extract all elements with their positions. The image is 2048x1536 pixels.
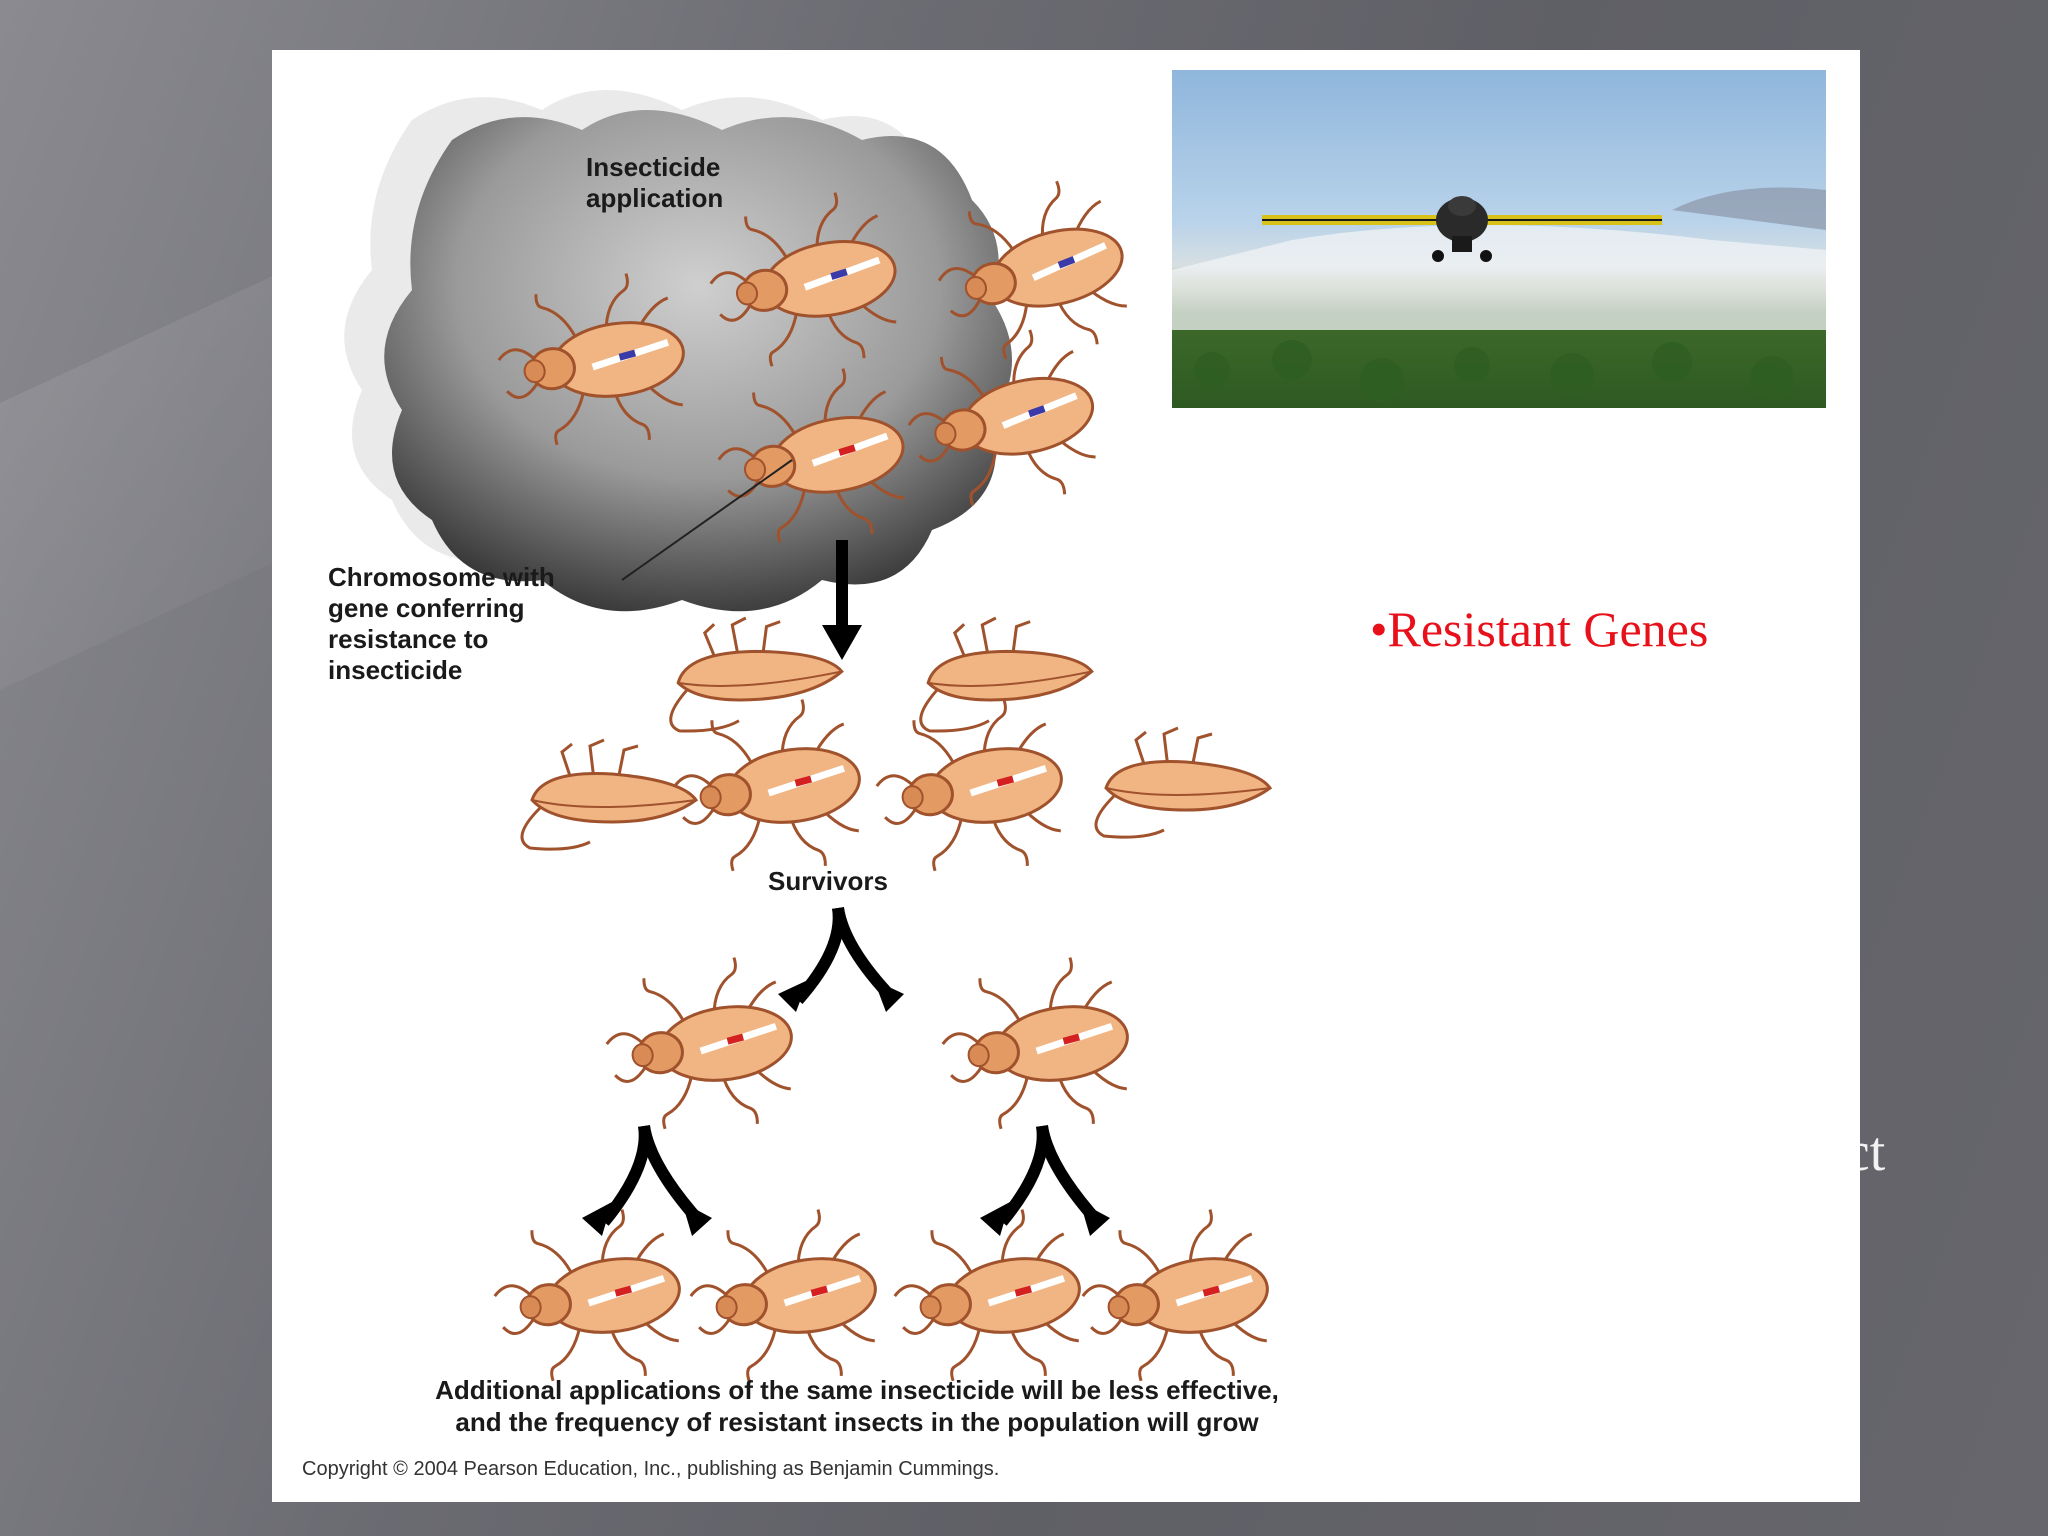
split-arrows-generation-2	[599, 1124, 1103, 1226]
caption-line-1: Additional applications of the same inse…	[435, 1375, 1279, 1405]
cloud-label-line-2: application	[586, 183, 724, 213]
down-arrow	[822, 540, 862, 660]
chromosome-label-line-1: Chromosome with	[328, 562, 555, 592]
copyright-notice: Copyright © 2004 Pearson Education, Inc.…	[302, 1458, 1000, 1480]
chromosome-label-line-2: gene conferring	[328, 593, 525, 623]
resistant-genes-bullet: •Resistant Genes	[1370, 601, 1709, 657]
cloud-label-line-1: Insecticide	[586, 152, 721, 182]
diagram-caption: Additional applications of the same inse…	[292, 1374, 1422, 1438]
offspring-generation-1	[595, 949, 1141, 1145]
chromosome-pointer-line	[621, 459, 793, 581]
chromosome-label-line-4: insecticide	[328, 655, 463, 685]
caption-line-2: and the frequency of resistant insects i…	[455, 1407, 1259, 1437]
insecticide-application-label: Insecticide application	[586, 152, 723, 214]
insects-in-cloud	[487, 168, 1144, 560]
chromosome-label-line-3: resistance to	[328, 624, 489, 654]
resistant-insect-in-cloud	[705, 359, 919, 560]
diagram-graphics	[344, 90, 1281, 1397]
chromosome-label: Chromosome with gene conferring resistan…	[328, 562, 555, 686]
survivors-label: Survivors	[768, 866, 888, 896]
offspring-generation-2	[483, 1201, 1281, 1397]
post-spray-insects	[520, 610, 1272, 887]
crop-duster-photo	[1172, 70, 1826, 408]
diagram-panel: Insecticide application Chromosome with …	[272, 50, 1860, 1502]
